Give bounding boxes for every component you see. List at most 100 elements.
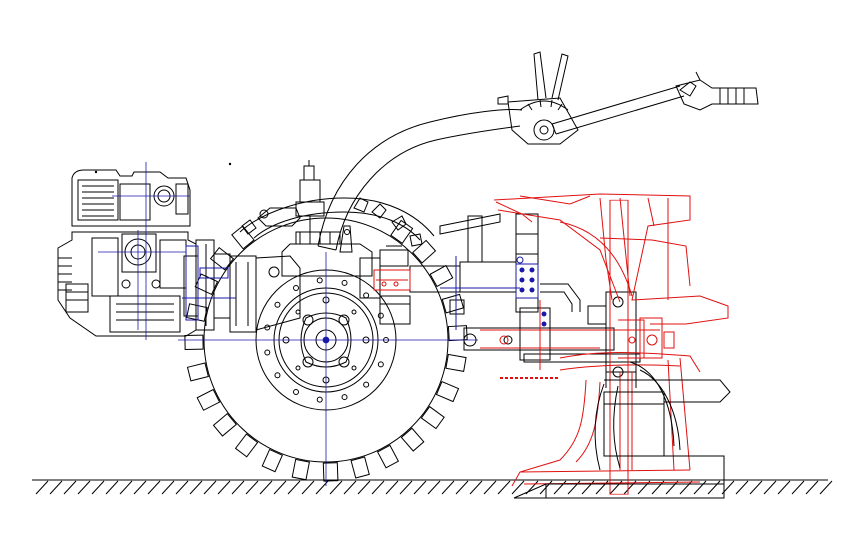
ground-line (32, 479, 833, 495)
ground-hatch-stroke (161, 480, 175, 495)
ground-hatch-stroke (805, 480, 819, 495)
wheel-studs (264, 277, 389, 403)
ground-hatch-stroke (749, 480, 763, 495)
ground-hatch-stroke (329, 480, 343, 495)
ground-hatch-stroke (455, 480, 469, 495)
ground-hatch-stroke (651, 480, 665, 495)
ground-hatch-stroke (231, 480, 245, 495)
wheel-centerlines (178, 252, 478, 486)
rim-stud (293, 285, 299, 292)
ground-hatch-stroke (371, 480, 385, 495)
ground-hatch-stroke (203, 480, 217, 495)
grip (675, 71, 759, 111)
ground-hatch-stroke (147, 480, 161, 495)
wheel-lug (412, 239, 437, 264)
ground-hatch-stroke (665, 480, 679, 495)
rim-stud (316, 277, 323, 284)
ground-hatch-stroke (385, 480, 399, 495)
control-lever (497, 51, 685, 145)
ground-hatch-stroke (553, 480, 567, 495)
ground-hatch-stroke (189, 480, 203, 495)
wheel-lug (441, 293, 465, 314)
ground-hatch-stroke (91, 480, 105, 495)
ground-hatch-stroke (735, 480, 749, 495)
rim-stud (377, 312, 384, 319)
ground-hatch-stroke (679, 480, 693, 495)
wheel-lug (400, 427, 425, 452)
rim-stud (377, 361, 384, 368)
misc-marks (94, 162, 232, 174)
ground-hatch-stroke (707, 480, 721, 495)
wheel-lug (445, 353, 467, 372)
ground-hatch (35, 480, 833, 495)
ground-hatch-stroke (819, 480, 833, 495)
ground-hatch-stroke (637, 480, 651, 495)
ground-hatch-stroke (483, 480, 497, 495)
ground-hatch-stroke (217, 480, 231, 495)
handlebar (317, 109, 523, 251)
rim-stud (264, 349, 271, 356)
rim-stud (341, 279, 348, 286)
rim-stud (264, 324, 271, 331)
ground-hatch-stroke (273, 480, 287, 495)
ground-hatch-stroke (35, 480, 49, 495)
ground-hatch-stroke (763, 480, 777, 495)
wheel-lug (231, 225, 255, 250)
wheel-lug (376, 444, 400, 469)
wheel-lug (429, 264, 454, 288)
wheel-lug (184, 334, 204, 350)
rim-stud (341, 394, 348, 401)
ground-hatch-stroke (63, 480, 77, 495)
ground-hatch-stroke (469, 480, 483, 495)
plough-red-overlay (373, 193, 729, 495)
ground-hatch-stroke (441, 480, 455, 495)
wheel-lug (212, 412, 237, 437)
engine-blue-plates (182, 245, 236, 321)
ground-hatch-stroke (343, 480, 357, 495)
ground-hatch-stroke (791, 480, 805, 495)
ground-hatch-stroke (245, 480, 259, 495)
rim-stud (316, 396, 323, 403)
wheel-lug (322, 462, 339, 482)
rim-stud (363, 292, 370, 299)
wheel-lug (350, 456, 370, 479)
ground-hatch-stroke (497, 480, 511, 495)
ground-hatch-stroke (399, 480, 413, 495)
ground-hatch-stroke (77, 480, 91, 495)
hitch-blue-bolts (440, 256, 547, 330)
wheel-lug (261, 448, 284, 473)
ground-hatch-stroke (511, 480, 525, 495)
wheel-lug (209, 246, 235, 271)
ground-hatch-stroke (693, 480, 707, 495)
wheel-lug (291, 458, 310, 481)
wheel-lug (435, 380, 460, 403)
ground-hatch-stroke (105, 480, 119, 495)
ground-hatch-stroke (259, 480, 273, 495)
ground-hatch-stroke (301, 480, 315, 495)
ground-hatch-stroke (287, 480, 301, 495)
ground-hatch-stroke (175, 480, 189, 495)
rim-stud (363, 381, 370, 388)
wheel-lug (234, 433, 259, 458)
engine (57, 169, 197, 337)
wheel-lug (420, 405, 445, 430)
ground-hatch-stroke (777, 480, 791, 495)
wheel-lug (186, 303, 208, 322)
ground-hatch-stroke (133, 480, 147, 495)
wheel-lug (390, 219, 414, 244)
plough-base (513, 361, 731, 499)
rim-stud (274, 372, 281, 379)
transmission (183, 160, 411, 333)
rim-stud (274, 301, 281, 308)
wheel-lug (196, 388, 221, 411)
ground-hatch-stroke (119, 480, 133, 495)
ground-hatch-stroke (427, 480, 441, 495)
rim-stud (293, 388, 299, 395)
ground-hatch-stroke (357, 480, 371, 495)
ground-hatch-stroke (49, 480, 63, 495)
wheel-lug (186, 362, 209, 382)
ground-hatch-stroke (413, 480, 427, 495)
hitch-frame (409, 213, 641, 388)
engine-centerlines (98, 162, 190, 340)
